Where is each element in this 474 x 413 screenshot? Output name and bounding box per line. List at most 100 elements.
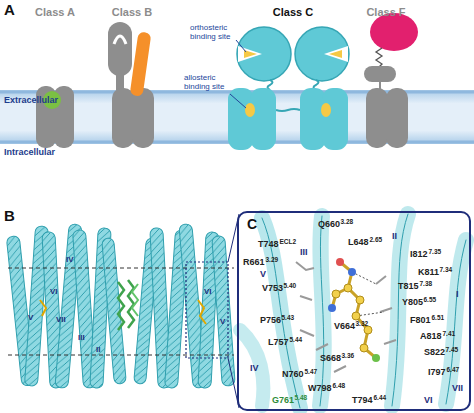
helix-ribbon [240,330,263,406]
position-superscript: 5.48 [295,394,308,401]
position-superscript: 3.36 [342,352,355,359]
residue-stick [384,340,396,344]
residue-label: T815 [398,282,419,292]
residue-label: Q660 [318,220,340,230]
ligand-molecule [336,258,344,266]
residue-stick [380,308,392,312]
position-superscript: 6.48 [333,382,346,389]
helix-number: VI [424,396,433,406]
position-superscript: 5.44 [290,336,303,343]
class-c-receptor [228,27,349,150]
helix-ribbon [320,216,324,406]
residue-label: I812 [410,250,428,260]
helix-bundle [6,224,235,389]
class-c-receptor [329,50,342,58]
residue-label: F801 [410,316,431,326]
position-superscript: 3.29 [266,256,279,263]
residue-stick [376,276,386,284]
class-f-receptor [366,88,388,148]
residue-label: R661 [243,258,265,268]
leader-line [236,40,246,52]
position-superscript: 7.34 [440,266,453,273]
receptor-class: Class B [100,6,164,152]
membrane-boundary [8,268,234,269]
ligand-molecule [340,262,376,358]
class-c-receptor [295,27,349,81]
ligand-molecule [348,268,356,276]
position-superscript: 7.38 [420,280,433,287]
class-f-receptor [370,13,418,51]
residue-stick [300,330,314,336]
class-b-receptor [112,88,134,148]
leader-line [230,40,246,108]
class-c-receptor [245,103,255,117]
class-heading: Class F [356,6,416,18]
class-b-receptor [116,72,124,90]
helix-number: III [300,248,308,258]
position-superscript: 6.47 [447,366,460,373]
residue-label: A818 [420,332,442,342]
residue-label: K811 [418,268,439,278]
class-heading: Class A [26,6,84,18]
class-c-receptor [276,109,300,111]
residue-label: I797 [428,368,446,378]
position-superscript: ECL2 [280,238,297,245]
ligand-molecule [356,296,364,304]
panel-letter: B [4,208,15,225]
ligand-molecule [372,354,380,362]
zoom-box [186,214,239,408]
ligand-molecule [328,258,380,362]
position-superscript: 5.43 [282,314,295,321]
helix-number: I [456,290,459,300]
residue-label: Y805 [402,298,423,308]
class-b-receptor [108,22,132,76]
ligand-molecule [360,344,368,352]
class-f-receptor [376,48,382,68]
helix-number: VII [452,384,463,394]
class-c-receptor [238,46,262,62]
helix-ribbon [320,216,324,406]
site-label: orthosteric binding site [190,24,240,42]
lipid-ligand [128,280,134,328]
residue-label: T748 [258,240,279,250]
helix-number: VI [204,288,212,297]
residue-label: P756 [260,316,281,326]
residue-stick [300,296,312,300]
residue-stick [316,344,328,350]
helix-number: II [392,232,397,242]
position-superscript: 3.32 [356,320,369,327]
panel-letter: A [4,2,15,19]
position-superscript: 7.41 [443,330,456,337]
helix-number: II [96,346,100,355]
residue-label: V753 [262,284,283,294]
position-superscript: 7.35 [429,248,442,255]
residue-label: S822 [424,348,445,358]
region-label: Intracellular [4,148,55,158]
helix-bundle [212,236,235,387]
residue-stick [296,262,396,372]
class-c-receptor [322,88,348,150]
leader-line [230,94,246,108]
membrane-boundary [8,355,234,356]
residue-label: W798 [308,384,332,394]
region-label: Extracellular [4,96,58,106]
zoom-box [186,262,228,358]
helix-number: V [28,314,33,323]
ligand-small [198,300,206,324]
lipid-ligand [132,284,138,316]
ligand-molecule [364,326,372,334]
class-b-receptor [108,22,154,148]
class-b-receptor [132,88,154,148]
helix-number: V [260,270,266,280]
panel-letter: C [247,217,461,232]
class-c-receptor [324,46,348,62]
lipid-ligand [118,282,124,330]
helix-number: IV [250,364,259,374]
residue-stick [334,366,346,372]
helix-number: III [78,334,85,343]
ligand-molecule [352,312,360,320]
helix-ribbon [392,214,408,406]
helix-ribbon [392,214,408,406]
class-heading: Class B [100,6,164,18]
helix-number: VI [50,288,58,297]
